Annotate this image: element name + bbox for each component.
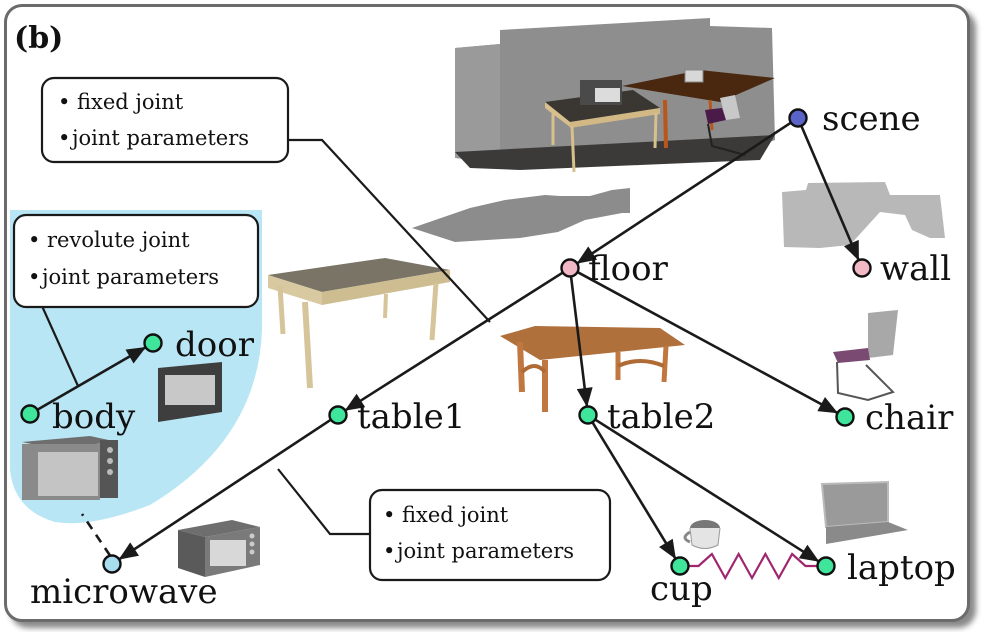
node-marker-body [20,404,40,424]
node-scene: scene [788,99,921,139]
arrow-edge-scene-wall [800,125,860,261]
node-marker-floor [560,258,580,278]
arrow-edge-table1-microwave [118,418,332,560]
node-label-cup: cup [650,569,713,609]
arrow-edge-table2-laptop [594,418,820,563]
node-marker-wall [852,258,872,278]
callout-bullet: • [28,265,40,289]
node-marker-door [143,333,163,353]
edges [36,121,860,581]
callout-line: joint parameters [394,539,574,563]
spring-edge-cup-laptop [688,551,818,581]
arrow-edge-scene-floor [576,121,792,264]
node-label-table2: table2 [607,397,715,437]
node-label-table1: table1 [357,397,465,437]
callout-floor-table1-connector [288,138,491,323]
arrow-edge-table2-cup [591,421,677,560]
microwave-render [178,520,260,577]
callout-line: revolute joint [47,228,190,252]
node-label-laptop: laptop [847,548,956,588]
arrow-edge-floor-table1 [344,271,564,412]
callout-bullet: • [383,539,395,563]
callout-line: fixed joint [402,503,509,527]
callout-line: joint parameters [69,126,249,150]
node-marker-table2 [578,405,598,425]
node-marker-microwave [102,554,122,574]
callout-bullet: • [58,126,70,150]
node-body: body [20,397,136,437]
callout-line: joint parameters [39,265,219,289]
laptop-render [820,480,908,544]
cup-render [683,520,721,549]
callout-body-door: • revolute joint • joint parameters [12,213,260,309]
node-label-wall: wall [880,249,951,289]
body-render [22,436,118,500]
scene-render [455,18,775,173]
node-marker-chair [835,407,855,427]
panel-label: (b) [14,21,63,56]
dashed-edge-microwave-body [80,513,112,557]
callout-table1-microwave-connector [277,468,372,536]
node-marker-laptop [816,556,836,576]
node-cup: cup [650,556,713,609]
node-floor: floor [560,249,669,289]
node-table2: table2 [578,397,715,437]
node-label-chair: chair [865,398,954,438]
node-label-door: door [175,325,255,365]
callout-body-door-connector [40,305,80,387]
callout-line: fixed joint [77,90,184,114]
chair-render [833,310,898,402]
callout-bullet: • [28,228,40,252]
node-marker-table1 [328,405,348,425]
node-label-microwave: microwave [30,572,218,612]
arrow-edge-floor-table2 [569,276,593,408]
node-label-body: body [52,397,136,437]
arrow-edge-body-door [36,346,147,411]
table2-render [500,326,685,412]
node-marker-cup [670,556,690,576]
callout-bullet: • [58,90,70,114]
node-label-floor: floor [588,249,669,289]
node-label-scene: scene [822,99,921,139]
node-marker-scene [788,108,808,128]
arrow-edge-floor-chair [576,270,839,414]
node-laptop: laptop [816,548,956,588]
callout-table1-microwave: • fixed joint • joint parameters [368,488,612,582]
callout-bullet: • [383,503,395,527]
callout-connectors [40,138,491,536]
wall-render [782,182,945,248]
node-door: door [143,325,255,365]
floor-render [412,188,630,242]
nodes: scene floor wall table1 table2 chair cup laptop… [20,99,956,612]
node-microwave: microwave [30,554,218,612]
node-wall: wall [852,249,951,289]
table1-render [268,258,450,389]
node-table1: table1 [328,397,465,437]
callout-floor-table1: • fixed joint • joint parameters [40,76,290,164]
node-chair: chair [835,398,954,438]
door-render [158,362,222,422]
